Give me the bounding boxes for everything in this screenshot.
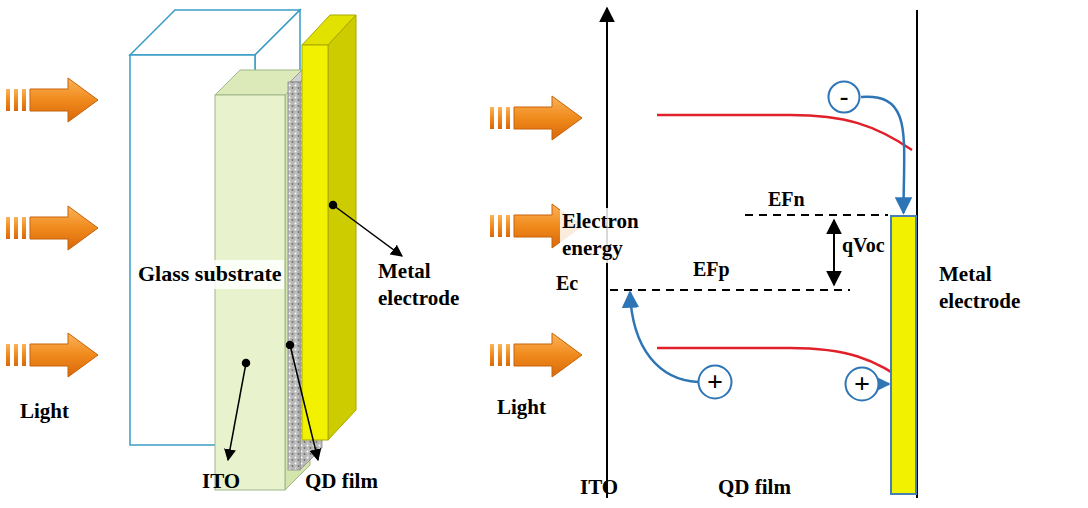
charge-sign: + <box>707 368 723 396</box>
text-label: qVoc <box>842 232 885 258</box>
voc-arrow <box>833 220 835 285</box>
hole-path <box>630 292 698 382</box>
light-arrow <box>6 78 98 122</box>
fermi-level-p <box>610 289 850 291</box>
text-label: ITO <box>580 474 618 501</box>
light-arrow <box>490 96 582 140</box>
carrier-path <box>880 383 889 386</box>
charge-sign: + <box>854 370 870 398</box>
electrode-label: Metal electrode <box>939 261 1064 316</box>
text-label: Metal electrode <box>378 258 488 313</box>
text-label: EFp <box>693 256 730 282</box>
text-label: Electron energy <box>560 208 664 263</box>
text-label: EFn <box>768 186 805 212</box>
charge-circle: + <box>697 364 733 400</box>
metal-electrode <box>302 15 356 440</box>
electrode-box: Metal electrode <box>890 215 917 495</box>
charge-circle: - <box>827 80 861 114</box>
text-label: QD film <box>305 468 378 495</box>
light-arrow <box>6 206 98 250</box>
text-label: Light <box>20 398 69 425</box>
charge-circle: + <box>844 366 880 402</box>
text-label: Ec <box>556 270 578 296</box>
text-label: QD film <box>718 474 791 501</box>
light-arrow <box>490 333 582 377</box>
text-label: Light <box>497 394 546 421</box>
light-arrow <box>6 333 98 377</box>
leader-lines <box>228 202 402 461</box>
charge-sign: - <box>840 84 849 110</box>
carrier-path <box>861 97 904 213</box>
text-label: Glass substrate <box>136 260 284 289</box>
text-label: ITO <box>202 468 240 495</box>
fermi-level-n <box>745 214 888 216</box>
conduction-band <box>657 115 912 150</box>
